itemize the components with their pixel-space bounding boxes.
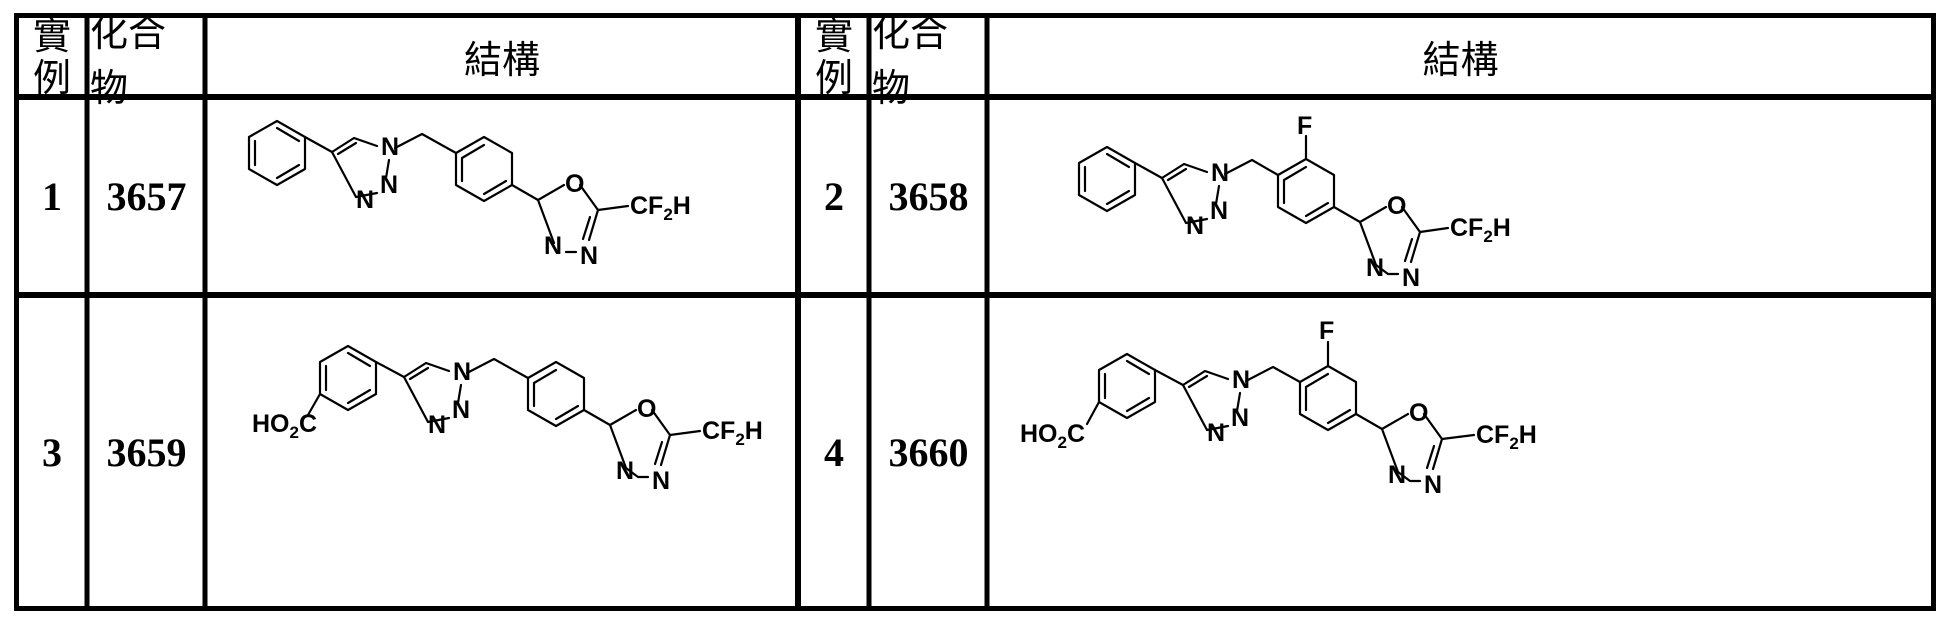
atom-label: N xyxy=(381,133,399,161)
compound-id: 3660 xyxy=(872,298,985,606)
atom-label: N xyxy=(428,411,446,439)
header-example-char-2: 例 xyxy=(815,57,853,99)
example-number: 3 xyxy=(19,298,85,606)
atom-label: N xyxy=(652,467,670,495)
atom-label: O xyxy=(1409,399,1428,427)
header-example-left: 實 例 xyxy=(19,18,85,95)
header-example-char-1: 實 xyxy=(33,15,71,57)
fluoro-label: F xyxy=(1319,317,1334,345)
compound-id: 3658 xyxy=(872,100,985,293)
atom-label: N xyxy=(616,457,634,485)
header-example-char-2: 例 xyxy=(33,57,71,99)
atom-label: N xyxy=(1210,197,1228,225)
compound-table: 實 例 化合物 結構 實 例 化合物 結構 1 3657 xyxy=(14,13,1936,611)
header-example-char-1: 實 xyxy=(815,15,853,57)
atom-label: N xyxy=(453,358,471,386)
header-structure-left: 結構 xyxy=(208,18,796,95)
atom-label: N xyxy=(1231,404,1249,432)
atom-label: O xyxy=(1387,192,1406,220)
example-number: 1 xyxy=(19,100,85,293)
example-number: 4 xyxy=(801,298,867,606)
structure-3660-svg: F N N N N N O CF2H HO2C xyxy=(990,298,1931,606)
cf2h-label: CF2H xyxy=(1476,421,1537,453)
compound-id: 3659 xyxy=(90,298,203,606)
atom-label: N xyxy=(580,242,598,270)
atom-label: N xyxy=(1388,461,1406,489)
atom-label: N xyxy=(380,171,398,199)
fluoro-label: F xyxy=(1297,112,1312,140)
atom-label: N xyxy=(544,232,562,260)
atom-label: N xyxy=(1207,419,1225,447)
header-compound-right: 化合物 xyxy=(872,18,985,95)
atom-label: O xyxy=(637,395,656,423)
structure-3657-svg: N N N N N O CF2H xyxy=(208,100,796,293)
cf2h-label: CF2H xyxy=(702,417,763,449)
atom-label: N xyxy=(1232,366,1250,394)
structure-3659-svg: N N N N N O CF2H HO2C xyxy=(208,298,796,606)
atom-label: O xyxy=(565,170,584,198)
carboxyl-label: HO2C xyxy=(252,410,317,442)
atom-label: N xyxy=(1186,212,1204,240)
cf2h-label: CF2H xyxy=(1450,214,1511,246)
header-compound-left: 化合物 xyxy=(90,18,203,95)
header-structure-right: 結構 xyxy=(990,18,1931,95)
structure-cell: F N N N N N O CF2H HO2C xyxy=(990,298,1931,606)
compound-id: 3657 xyxy=(90,100,203,293)
structure-3658-svg: F N N N N N O CF2H xyxy=(990,100,1931,293)
atom-label: N xyxy=(1211,159,1229,187)
structure-cell: N N N N N O CF2H xyxy=(208,100,796,293)
cf2h-label: CF2H xyxy=(630,192,691,224)
carboxyl-label: HO2C xyxy=(1020,420,1085,452)
header-example-right: 實 例 xyxy=(801,18,867,95)
structure-cell: N N N N N O CF2H HO2C xyxy=(208,298,796,606)
atom-label: N xyxy=(1424,471,1442,499)
atom-label: N xyxy=(1366,254,1384,282)
atom-label: N xyxy=(452,396,470,424)
example-number: 2 xyxy=(801,100,867,293)
atom-label: N xyxy=(1402,264,1420,292)
atom-label: N xyxy=(356,186,374,214)
structure-cell: F N N N N N O CF2H xyxy=(990,100,1931,293)
